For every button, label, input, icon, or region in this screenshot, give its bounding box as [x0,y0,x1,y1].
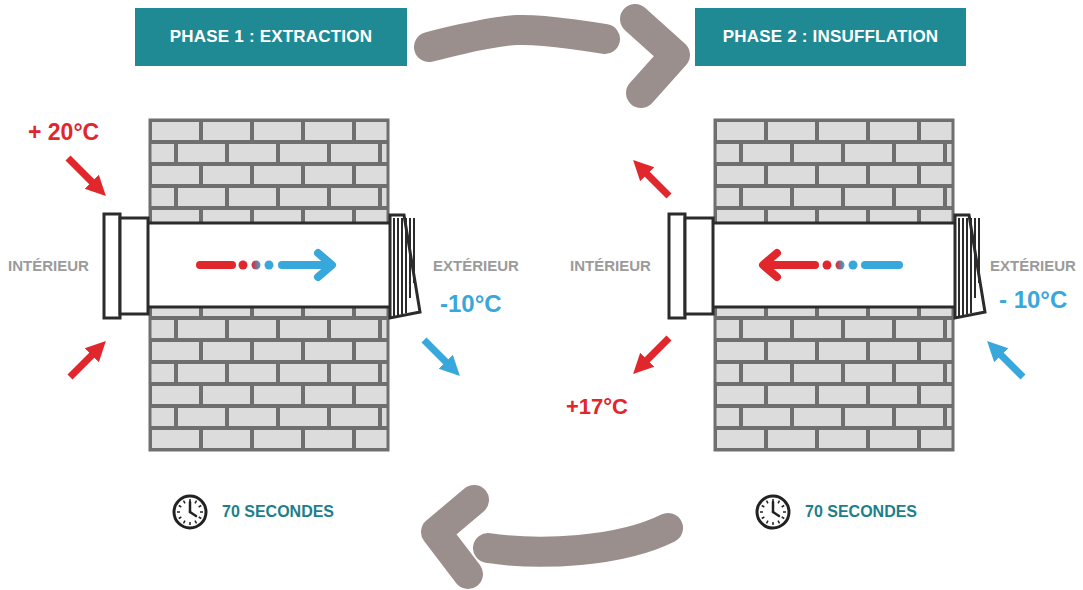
air-arrow [643,338,669,364]
temperature-label: - 10°C [999,288,1067,312]
interior-cap [685,218,713,314]
ventilation-unit [643,120,1023,528]
cycle-arrow [429,19,675,93]
clock-icon [174,496,206,528]
interior-flange [104,214,120,318]
duration-label: 70 SECONDES [805,504,917,520]
header-text: PHASE 1 : EXTRACTION [170,27,372,47]
air-arrow [643,170,669,196]
air-arrow [997,351,1023,377]
clock-icon [757,496,789,528]
side-label: EXTÉRIEUR [990,258,1076,273]
temperature-label: +17°C [566,396,628,418]
air-arrow [68,158,96,186]
flow-arrow [763,253,899,277]
interior-cap [120,218,148,314]
duct [140,223,392,307]
phase-header: PHASE 1 : EXTRACTION [135,8,407,66]
air-arrow [424,340,450,366]
exterior-grille [955,215,985,318]
cycle-arrow [436,500,668,574]
exterior-grille [390,215,420,318]
interior-flange [669,214,685,318]
duct [705,223,957,307]
side-label: INTÉRIEUR [570,258,651,273]
grille-slats [394,218,414,316]
air-arrow [70,351,96,377]
duration-label: 70 SECONDES [222,504,334,520]
temperature-label: + 20°C [28,121,99,144]
phase-header: PHASE 2 : INSUFFLATION [695,8,966,66]
header-text: PHASE 2 : INSUFFLATION [723,27,939,47]
side-label: INTÉRIEUR [8,258,89,273]
grille-slats [959,218,979,316]
temperature-label: -10°C [440,292,502,316]
ventilation-unit [68,120,450,528]
side-label: EXTÉRIEUR [433,258,519,273]
flow-arrow [200,253,332,277]
